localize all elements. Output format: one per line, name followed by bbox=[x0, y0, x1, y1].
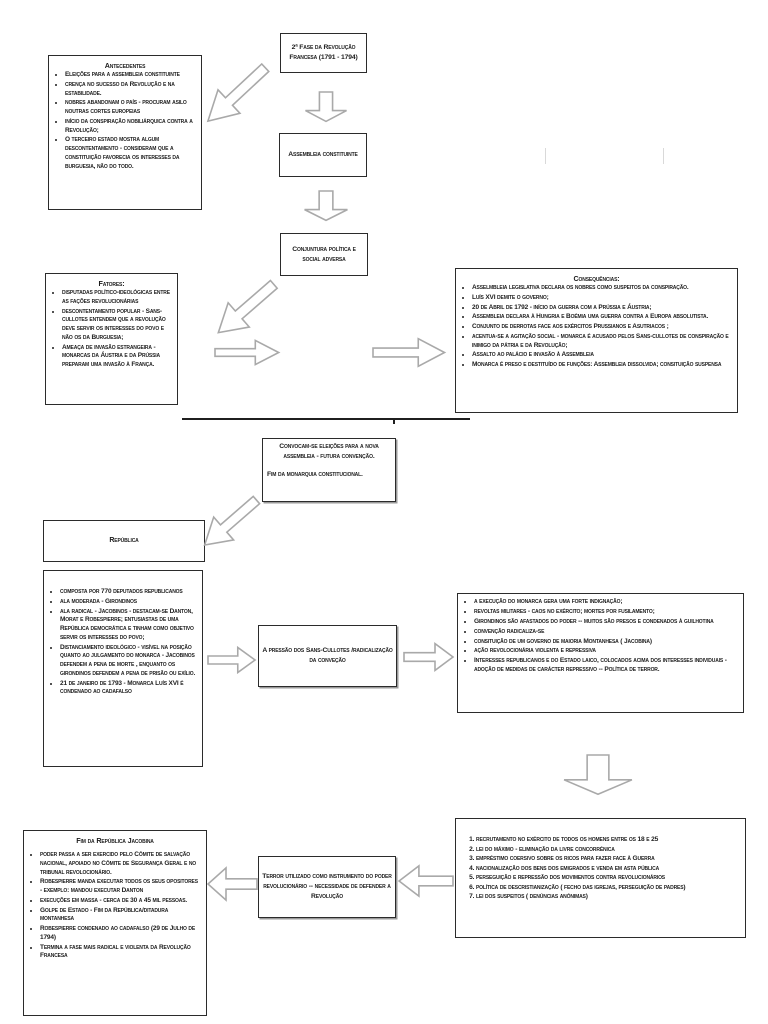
faint-mark bbox=[545, 148, 546, 164]
list-item: convenção radicaliza-se bbox=[474, 628, 737, 637]
list-item: início da conspiração nobiliárquica cont… bbox=[65, 118, 195, 136]
list-item: política de descristianização ( fecho da… bbox=[476, 883, 739, 893]
fim-title: Fim da República Jacobina bbox=[76, 836, 154, 845]
list-item: Distanciamento ideológico - visível na p… bbox=[60, 644, 196, 679]
list-item: revoltas militares - caos no exército; m… bbox=[474, 608, 737, 617]
list-item: Eleições para a assembleia constituinte bbox=[65, 71, 195, 80]
list-item: lei do máximo - eliminação da livre conc… bbox=[476, 845, 739, 855]
list-item: Interesses republicanos e do Estado laic… bbox=[474, 657, 737, 675]
list-item: Ameaça de invasão estrangeira - monarcas… bbox=[62, 344, 171, 370]
medidas-list: recrutamento no exército de todos os hom… bbox=[460, 835, 741, 902]
divider-tick bbox=[393, 418, 395, 424]
list-item: Assembleia declara à Hungria e Boémia um… bbox=[472, 313, 731, 322]
list-item: nobres abandonam o país - procuram asilo… bbox=[65, 99, 195, 117]
convocam-line2: Fim da monarquia constitucional. bbox=[267, 470, 363, 478]
list-item: composta por 770 deputados republicanos bbox=[60, 588, 196, 597]
arrow-down-left-icon bbox=[194, 55, 277, 136]
arrow-down-icon bbox=[302, 191, 350, 221]
list-item: Asselmbleia legislativa declara os nobre… bbox=[472, 284, 731, 293]
arrow-down-left-icon bbox=[205, 271, 285, 347]
list-item: Termina a fase mais radical e violenta d… bbox=[40, 944, 200, 962]
list-item: Monarca é preso e destituído de funções:… bbox=[472, 361, 731, 370]
list-item: perseguição e repressão dos movimentos c… bbox=[476, 873, 739, 883]
convocam-box: Convocam-se eleições para a nova assembl… bbox=[262, 438, 396, 502]
arrow-down-left-icon bbox=[192, 487, 267, 559]
list-item: execuções em massa - cerca de 30 a 45 mi… bbox=[40, 897, 200, 906]
convencao-list: composta por 770 deputados republicanosa… bbox=[48, 588, 198, 697]
arrow-right-icon bbox=[404, 642, 454, 672]
radicalizacao-box: a execução do monarca gera uma forte ind… bbox=[457, 593, 744, 713]
list-item: Luís XVI demite o governo; bbox=[472, 294, 731, 303]
list-item: 21 de janeiro de 1793 - Monarca Luís XVI… bbox=[60, 680, 196, 698]
arrow-right-icon bbox=[208, 646, 256, 674]
list-item: Girondinos são afastados do poder -- mui… bbox=[474, 618, 737, 627]
arrow-down-icon bbox=[560, 755, 636, 795]
list-item: Golpe de Estado - Fim da República/ditad… bbox=[40, 907, 200, 925]
assembleia-label: Assembleia constituinte bbox=[288, 151, 358, 159]
list-item: lei dos suspeitos ( denúncias anónimas) bbox=[476, 892, 739, 902]
antecedentes-list: Eleições para a assembleia constituintec… bbox=[53, 71, 197, 171]
consequencias-title: Consequências: bbox=[573, 274, 620, 283]
list-item: O terceiro estado mostra algum desconten… bbox=[65, 136, 195, 171]
list-item: Assalto ao palácio e invasão à Assemblei… bbox=[472, 351, 731, 360]
medidas-box: recrutamento no exército de todos os hom… bbox=[455, 818, 746, 938]
list-item: crença no sucesso da Revolução e na esta… bbox=[65, 81, 195, 99]
pressao-label: A pressão dos Sans-Cullotes /radicalizaç… bbox=[262, 647, 393, 664]
radicalizacao-list: a execução do monarca gera uma forte ind… bbox=[462, 598, 739, 675]
arrow-left-icon bbox=[207, 866, 257, 902]
pressao-box: A pressão dos Sans-Cullotes /radicalizaç… bbox=[258, 625, 397, 687]
terror-label: Terror utilizado como instrumento do pod… bbox=[262, 873, 392, 900]
list-item: 20 de Abril de 1792 - início da guerra c… bbox=[472, 304, 731, 313]
list-item: disputadas político-ideológicas entre as… bbox=[62, 289, 171, 307]
fatores-list: disputadas político-ideológicas entre as… bbox=[50, 289, 173, 370]
fatores-box: Fatores: disputadas político-ideológicas… bbox=[45, 273, 178, 405]
conjuntura-box: Conjuntura política e social adversa bbox=[280, 233, 368, 276]
list-item: Robespierre condenado ao cadafalso (29 d… bbox=[40, 925, 200, 943]
list-item: poder passa a ser exercido pelo Cômite d… bbox=[40, 851, 200, 877]
list-item: consituição de um governo de maioria Mon… bbox=[474, 638, 737, 647]
fim-list: poder passa a ser exercido pelo Cômite d… bbox=[28, 851, 202, 961]
list-item: empréstimo coersivo sobre os ricos para … bbox=[476, 854, 739, 864]
consequencias-list: Asselmbleia legislativa declara os nobre… bbox=[460, 284, 733, 370]
section-divider bbox=[182, 418, 470, 420]
republica-box: República bbox=[43, 520, 205, 562]
republica-label: República bbox=[109, 536, 139, 544]
fim-box: Fim da República Jacobina poder passa a … bbox=[23, 830, 207, 1016]
list-item: ação revolocionária violenta e repressiv… bbox=[474, 647, 737, 656]
conjuntura-label: Conjuntura política e social adversa bbox=[292, 245, 356, 263]
list-item: a execução do monarca gera uma forte ind… bbox=[474, 598, 737, 607]
faint-mark bbox=[663, 148, 664, 164]
list-item: nacionalização dos bens dos emigrados e … bbox=[476, 864, 739, 874]
phase-title-box: 2ª Fase da Revolução Francesa (1791 - 17… bbox=[280, 33, 367, 73]
convencao-box: composta por 770 deputados republicanosa… bbox=[43, 570, 203, 767]
list-item: ala radical - Jacobinos - destacam-se Da… bbox=[60, 608, 196, 643]
assembleia-box: Assembleia constituinte bbox=[279, 133, 367, 177]
list-item: recrutamento no exército de todos os hom… bbox=[476, 835, 739, 845]
antecedentes-title: Antecedentes bbox=[104, 61, 146, 70]
list-item: Robespierre manda executar todos os seus… bbox=[40, 878, 200, 896]
convocam-line1: Convocam-se eleições para a nova assembl… bbox=[279, 443, 379, 460]
list-item: descontentamento popular - Sans-cullotes… bbox=[62, 308, 171, 343]
list-item: acentua-se a agitação social - monarca é… bbox=[472, 333, 731, 351]
terror-box: Terror utilizado como instrumento do pod… bbox=[258, 856, 396, 918]
fatores-title: Fatores: bbox=[98, 279, 125, 288]
arrow-right-icon bbox=[373, 337, 446, 368]
arrow-left-icon bbox=[398, 864, 453, 898]
consequencias-box: Consequências: Asselmbleia legislativa d… bbox=[455, 268, 738, 413]
antecedentes-box: Antecedentes Eleições para a assembleia … bbox=[48, 55, 202, 210]
arrow-right-icon bbox=[215, 339, 280, 366]
list-item: Conjunto de derrotas face aos exércitos … bbox=[472, 323, 731, 332]
arrow-down-icon bbox=[303, 92, 349, 122]
list-item: ala moderada - Girondinos bbox=[60, 598, 196, 607]
phase-title: 2ª Fase da Revolução Francesa (1791 - 17… bbox=[289, 44, 358, 61]
